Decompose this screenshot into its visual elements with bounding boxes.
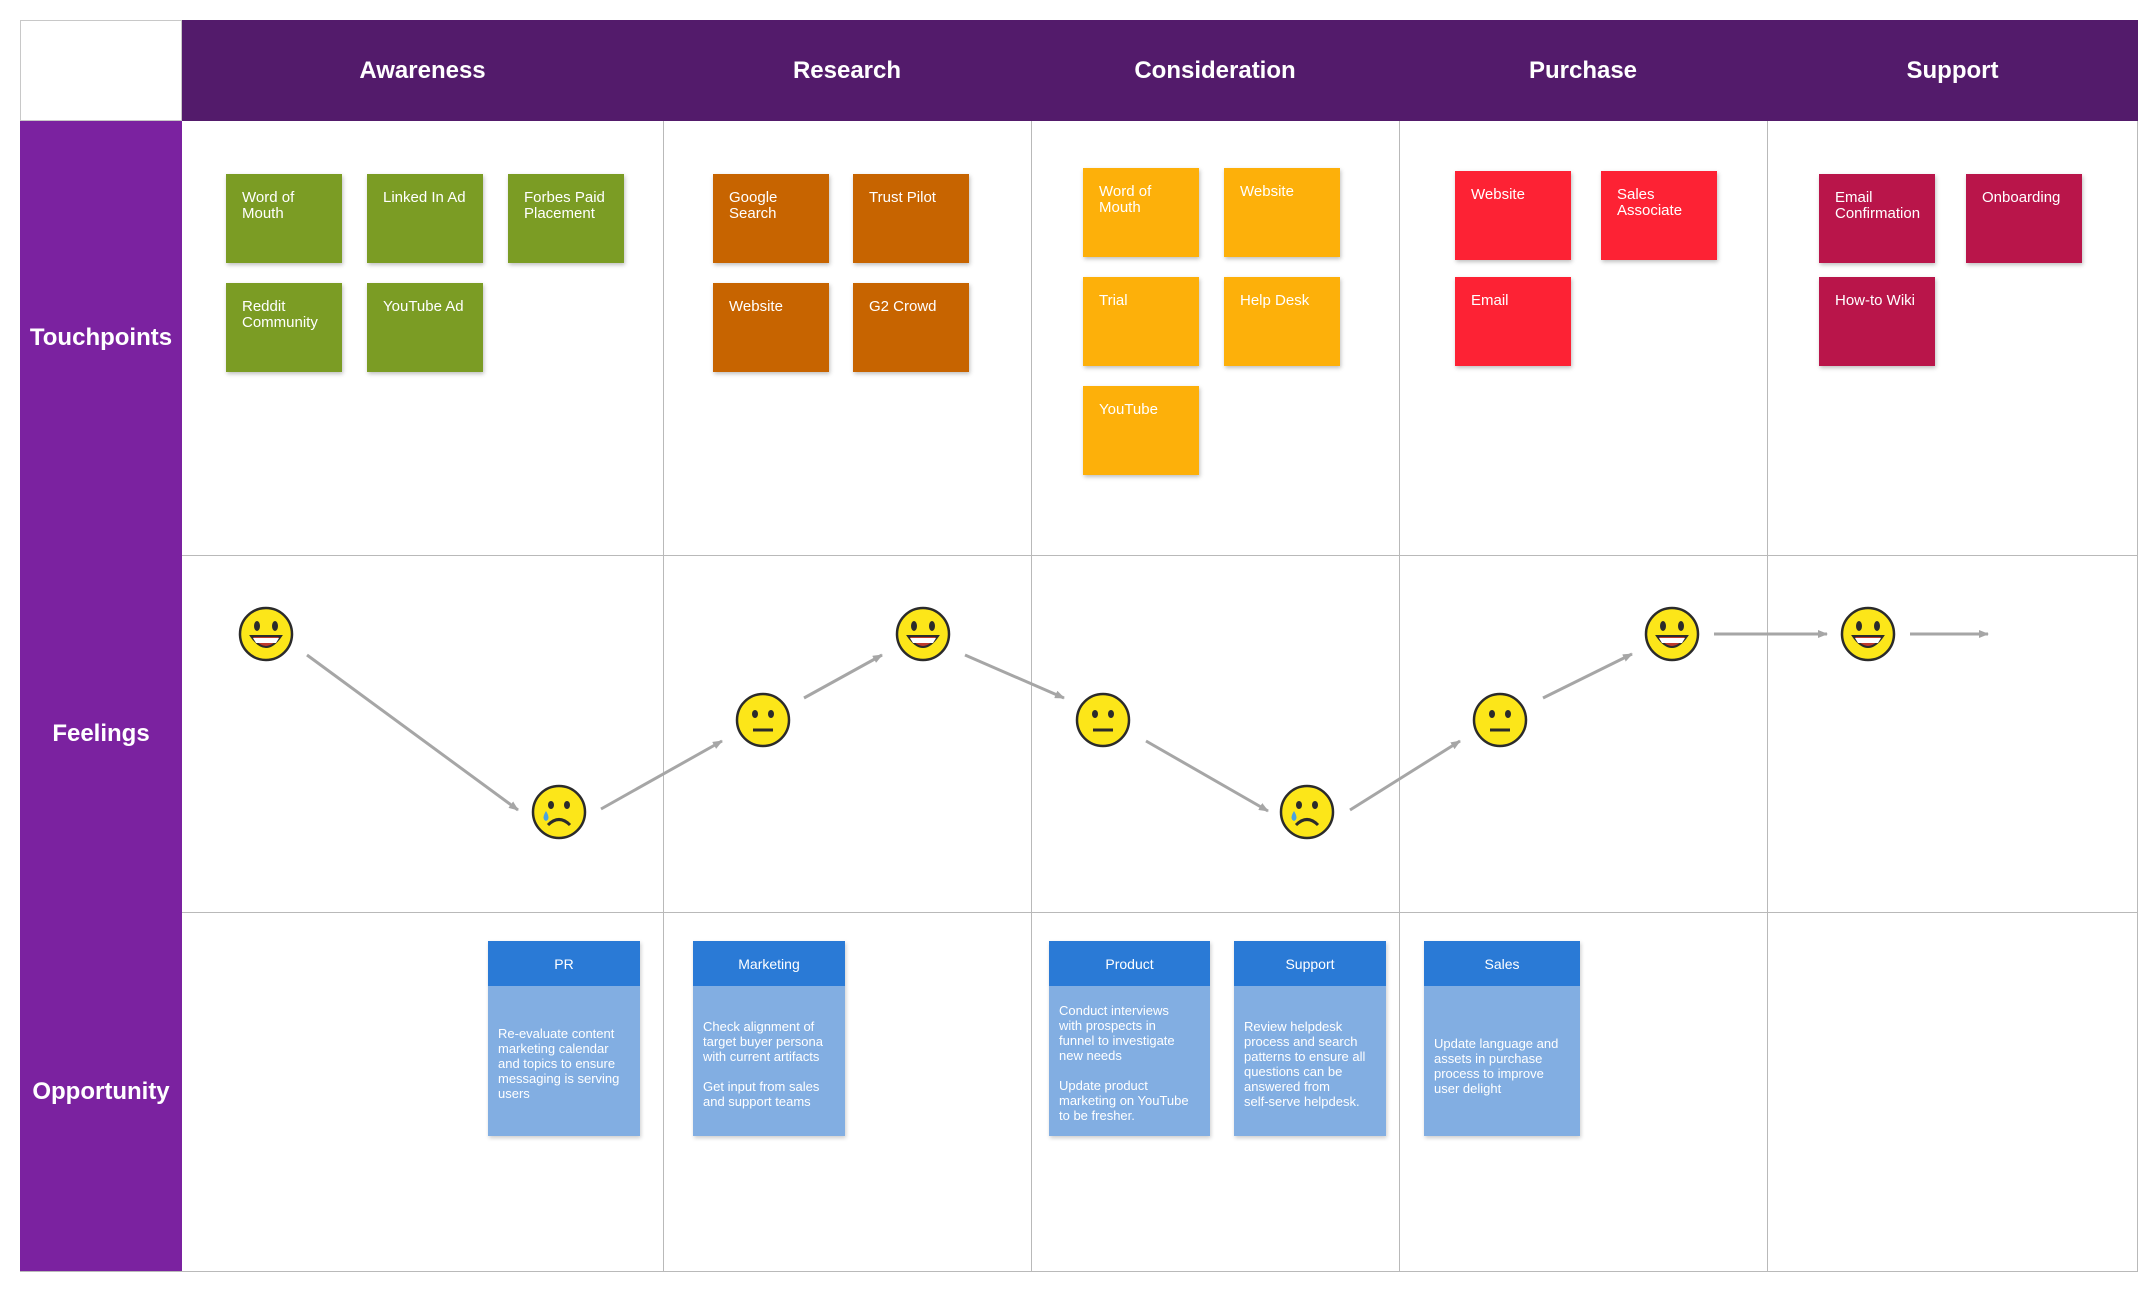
row-header-opportunity: Opportunity	[20, 912, 182, 1271]
sticky-website[interactable]: Website	[1455, 171, 1571, 260]
sticky-youtube-ad[interactable]: YouTube Ad	[367, 283, 483, 372]
opportunity-card-marketing[interactable]: Marketing Check alignment of target buye…	[693, 941, 845, 1136]
arrow-down	[1145, 739, 1269, 813]
sticky-website[interactable]: Website	[713, 283, 829, 372]
opportunity-text: Update language and assets in purchase p…	[1434, 1036, 1559, 1096]
arrow-up	[803, 653, 883, 700]
header-awareness: Awareness	[182, 20, 663, 121]
sticky-website[interactable]: Website	[1224, 168, 1340, 257]
opportunity-text: Re-evaluate content marketing calendar a…	[498, 1026, 620, 1101]
sad-face-icon	[1279, 784, 1335, 840]
happy-face-icon	[895, 606, 951, 662]
opportunity-team: Marketing	[693, 941, 845, 986]
grid-line-h	[20, 1271, 2138, 1272]
grid-line-v	[663, 121, 664, 1271]
sticky-reddit-community[interactable]: Reddit Community	[226, 283, 342, 372]
sticky-email-confirmation[interactable]: Email Confirmation	[1819, 174, 1935, 263]
opportunity-team: Sales	[1424, 941, 1580, 986]
grid-line-h	[182, 912, 2138, 913]
header-support: Support	[1767, 20, 2138, 121]
sticky-word-of-mouth[interactable]: Word of Mouth	[1083, 168, 1199, 257]
arrow-up	[1542, 652, 1633, 700]
arrow-down	[964, 653, 1065, 700]
arrow-up	[1349, 739, 1461, 812]
grid-line-v	[1399, 121, 1400, 1271]
happy-face-icon	[238, 606, 294, 662]
sticky-forbes-paid-placement[interactable]: Forbes Paid Placement	[508, 174, 624, 263]
corner-cell	[20, 20, 182, 121]
happy-face-icon	[1840, 606, 1896, 662]
header-purchase: Purchase	[1399, 20, 1767, 121]
opportunity-team: PR	[488, 941, 640, 986]
sticky-trust-pilot[interactable]: Trust Pilot	[853, 174, 969, 263]
opportunity-text: Conduct interviews with prospects in fun…	[1059, 1003, 1189, 1123]
arrow-down	[306, 653, 519, 812]
sticky-word-of-mouth[interactable]: Word of Mouth	[226, 174, 342, 263]
opportunity-text: Check alignment of target buyer persona …	[703, 1019, 823, 1109]
grid-line-v	[1031, 121, 1032, 1271]
header-research: Research	[663, 20, 1031, 121]
neutral-face-icon	[1075, 692, 1131, 748]
sticky-youtube[interactable]: YouTube	[1083, 386, 1199, 475]
opportunity-card-sales[interactable]: Sales Update language and assets in purc…	[1424, 941, 1580, 1136]
happy-face-icon	[1644, 606, 1700, 662]
opportunity-text: Review helpdesk process and search patte…	[1244, 1019, 1366, 1109]
grid-line-h	[182, 555, 2138, 556]
sticky-onboarding[interactable]: Onboarding	[1966, 174, 2082, 263]
grid-line-v	[2137, 121, 2138, 1271]
sticky-linkedin-ad[interactable]: Linked In Ad	[367, 174, 483, 263]
opportunity-card-support[interactable]: Support Review helpdesk process and sear…	[1234, 941, 1386, 1136]
neutral-face-icon	[735, 692, 791, 748]
sticky-sales-associate[interactable]: Sales Associate	[1601, 171, 1717, 260]
row-header-touchpoints: Touchpoints	[20, 121, 182, 555]
opportunity-card-product[interactable]: Product Conduct interviews with prospect…	[1049, 941, 1210, 1136]
header-consideration: Consideration	[1031, 20, 1399, 121]
sticky-g2-crowd[interactable]: G2 Crowd	[853, 283, 969, 372]
sticky-help-desk[interactable]: Help Desk	[1224, 277, 1340, 366]
sticky-email[interactable]: Email	[1455, 277, 1571, 366]
neutral-face-icon	[1472, 692, 1528, 748]
row-header-feelings: Feelings	[20, 555, 182, 912]
sticky-how-to-wiki[interactable]: How-to Wiki	[1819, 277, 1935, 366]
opportunity-card-pr[interactable]: PR Re-evaluate content marketing calenda…	[488, 941, 640, 1136]
opportunity-team: Support	[1234, 941, 1386, 986]
sad-face-icon	[531, 784, 587, 840]
opportunity-team: Product	[1049, 941, 1210, 986]
sticky-google-search[interactable]: Google Search	[713, 174, 829, 263]
grid-line-v	[1767, 121, 1768, 1271]
arrow-up	[600, 739, 723, 811]
sticky-trial[interactable]: Trial	[1083, 277, 1199, 366]
